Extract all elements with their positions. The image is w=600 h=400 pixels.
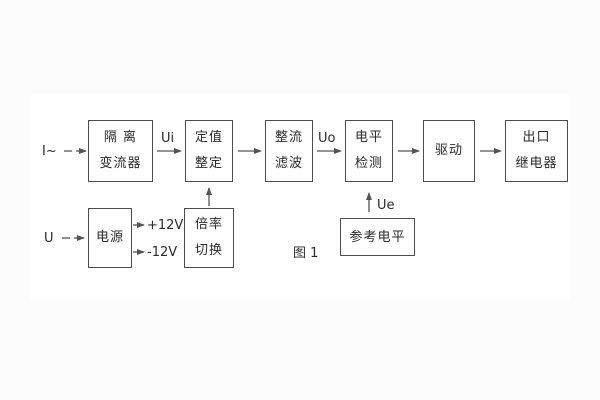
block-ratio-switch-line2: 切换 [194, 243, 223, 258]
block-rectifier-line2: 滤波 [274, 156, 303, 171]
label-rail-negative: -12V [147, 245, 178, 260]
block-output-relay-line2: 继电器 [515, 156, 558, 171]
block-power-supply: 电源 [88, 208, 132, 268]
block-reference-level: 参考电平 [340, 218, 415, 256]
label-rail-positive: +12V [147, 218, 184, 233]
block-drive: 驱动 [423, 120, 475, 182]
block-ratio-switch-line1: 倍率 [194, 217, 223, 232]
block-ratio-switch: 倍率 切换 [184, 208, 234, 268]
block-isolation-line2: 变流器 [99, 156, 142, 171]
block-output-relay-line1: 出口 [522, 130, 551, 145]
block-level-detect: 电平 检测 [345, 120, 393, 182]
block-reference-level-label: 参考电平 [349, 229, 406, 245]
block-level-detect-line1: 电平 [354, 130, 383, 145]
block-level-detect-line2: 检测 [354, 156, 383, 171]
block-output-relay: 出口 继电器 [505, 120, 568, 182]
block-rectifier-filter: 整流 滤波 [265, 120, 313, 182]
block-isolation-line1: 隔 离 [103, 130, 138, 145]
figure-caption: 图 1 [293, 246, 319, 261]
label-ui: Ui [161, 131, 175, 146]
block-isolation-transformer: 隔 离 变流器 [88, 120, 153, 182]
block-rectifier-line1: 整流 [274, 130, 303, 145]
block-power-label: 电源 [95, 230, 124, 245]
label-input-current: I~ [42, 144, 57, 159]
block-setpoint-setting: 定值 整定 [185, 120, 233, 182]
label-input-voltage: U [44, 231, 54, 246]
label-ue: Ue [377, 198, 395, 213]
block-setting-line2: 整定 [194, 156, 223, 171]
block-setting-line1: 定值 [194, 130, 223, 145]
block-drive-label: 驱动 [434, 143, 463, 158]
label-uo: Uo [318, 131, 336, 146]
